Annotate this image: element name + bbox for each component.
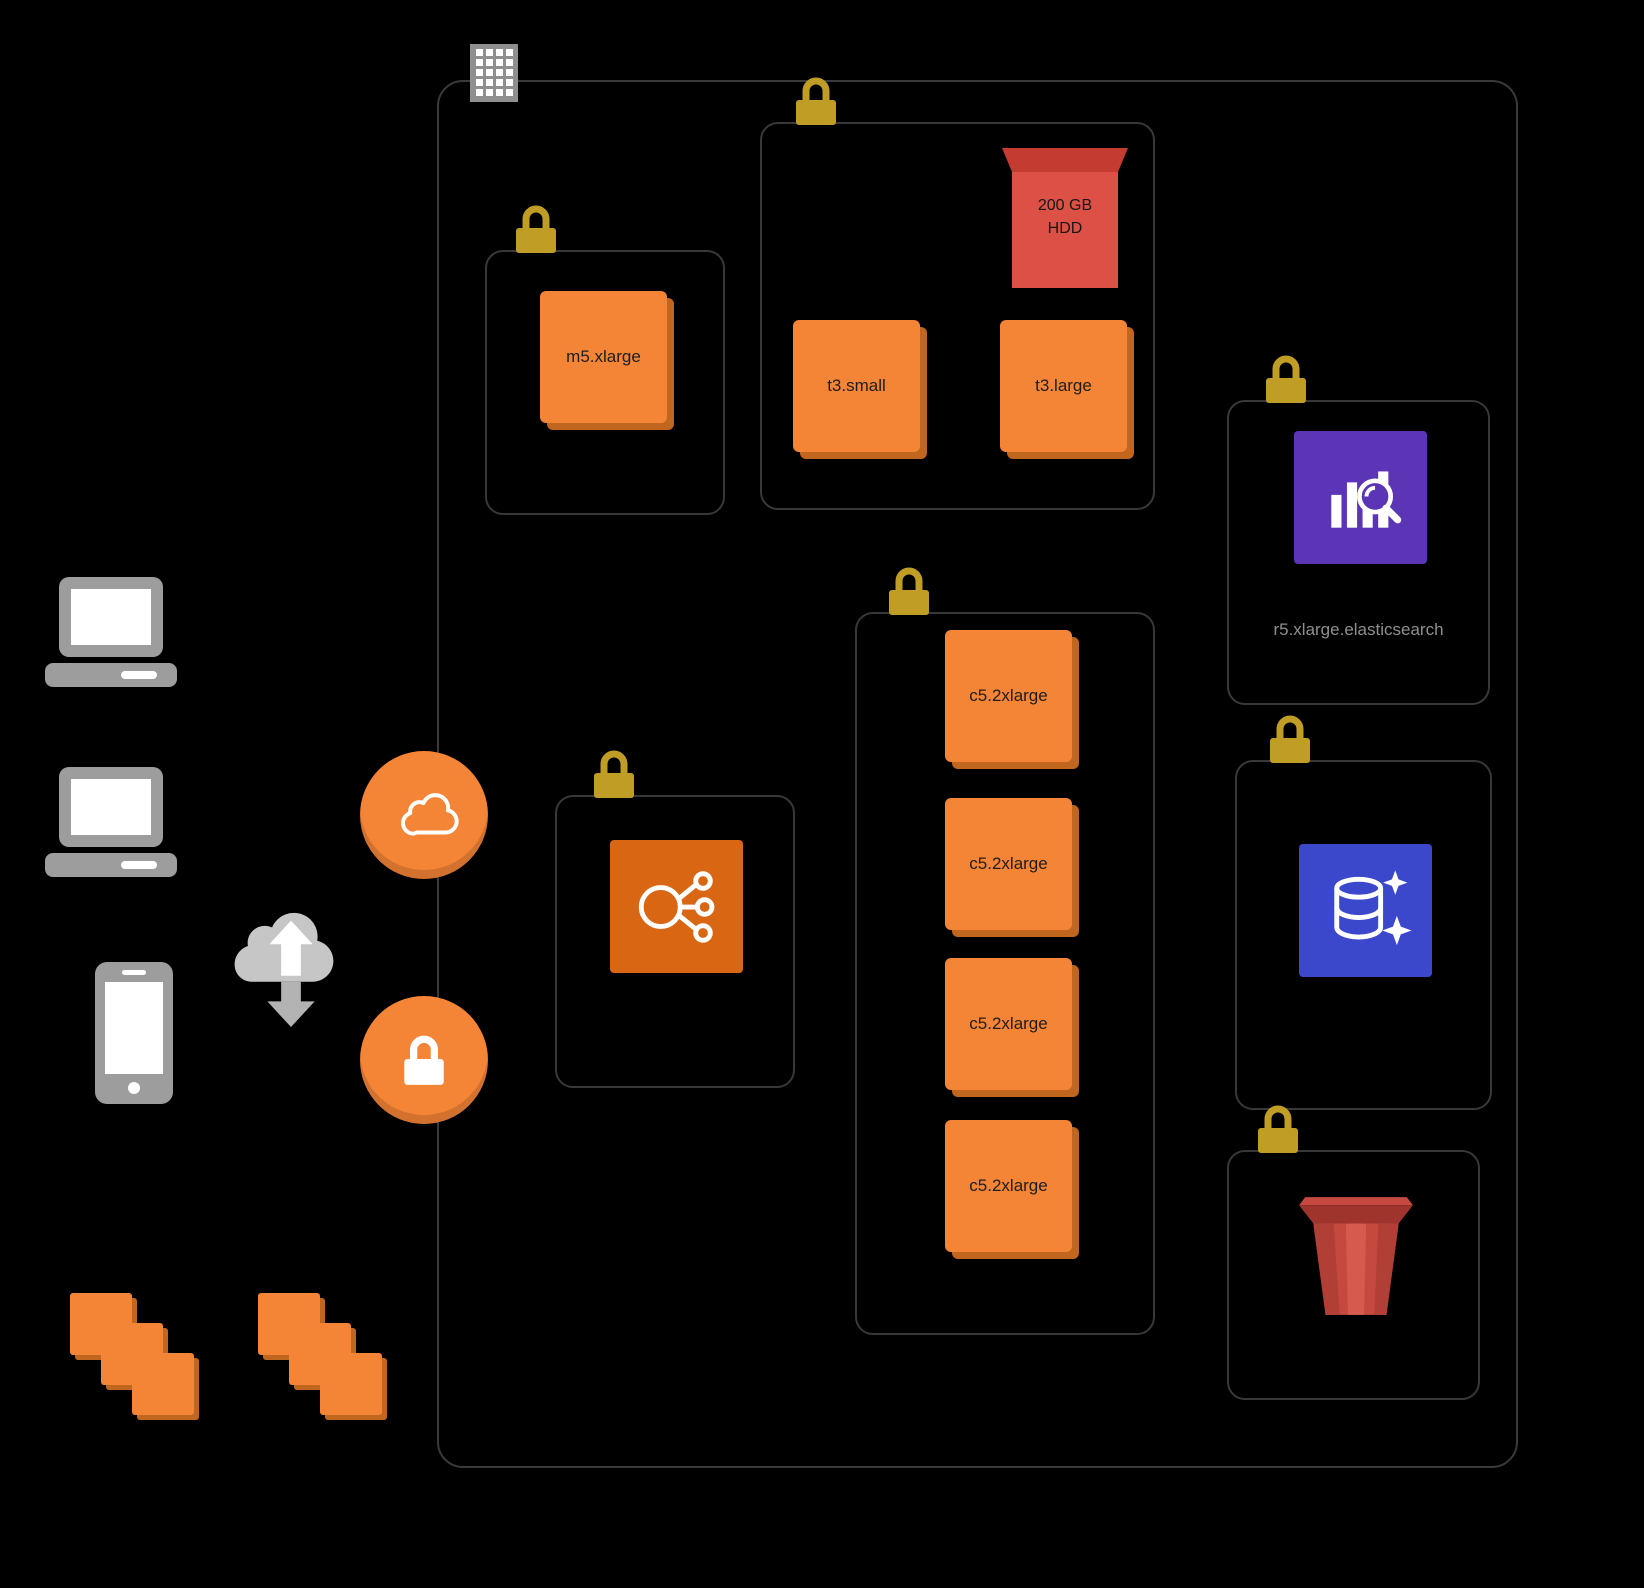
instance-stack-2 <box>258 1293 392 1425</box>
secure-access-badge <box>360 996 488 1124</box>
laptop-icon-1 <box>45 577 177 687</box>
lock-icon <box>594 750 634 798</box>
security-group-compute <box>855 612 1155 1335</box>
ec2-instance-c5-2: c5.2xlarge <box>945 798 1072 930</box>
s3-bucket-icon <box>1299 1197 1413 1315</box>
building-icon <box>470 44 518 102</box>
ec2-instance-t3small: t3.small <box>793 320 920 452</box>
security-group-elasticsearch <box>1227 400 1490 705</box>
internet-cloud-badge <box>360 751 488 879</box>
ec2-instance-c5-3: c5.2xlarge <box>945 958 1072 1090</box>
laptop-icon-2 <box>45 767 177 877</box>
security-group-web <box>760 122 1155 510</box>
ebs-volume: 200 GB HDD <box>1002 148 1128 288</box>
security-group-load-balancer <box>555 795 795 1088</box>
instance-square <box>132 1353 194 1415</box>
load-balancer-icon <box>610 840 743 973</box>
lock-icon <box>1270 715 1310 763</box>
ec2-instance-c5-4: c5.2xlarge <box>945 1120 1072 1252</box>
security-group-app <box>485 250 725 515</box>
lock-icon <box>404 1035 444 1085</box>
elasticsearch-icon <box>1294 431 1427 564</box>
security-group-storage <box>1227 1150 1480 1400</box>
instance-label: t3.large <box>1035 376 1092 395</box>
volume-label-line2: HDD <box>1047 220 1083 237</box>
instance-label: c5.2xlarge <box>969 1014 1048 1033</box>
instance-label: t3.small <box>827 376 886 395</box>
cloud-transfer-icon <box>234 912 334 1028</box>
volume-icon <box>1002 148 1128 288</box>
lock-icon <box>796 77 836 125</box>
mobile-phone-icon <box>95 962 173 1104</box>
instance-label: c5.2xlarge <box>969 1176 1048 1195</box>
instance-label: m5.xlarge <box>566 347 641 366</box>
elasticsearch-caption: r5.xlarge.elasticsearch <box>1273 620 1444 639</box>
instance-label: c5.2xlarge <box>969 854 1048 873</box>
instance-square <box>320 1353 382 1415</box>
volume-label: 200 GB HDD <box>1012 194 1118 240</box>
instance-label: c5.2xlarge <box>969 686 1048 705</box>
lock-icon <box>889 567 929 615</box>
ec2-instance-t3large: t3.large <box>1000 320 1127 452</box>
security-group-database <box>1235 760 1492 1110</box>
cloud-icon <box>401 793 459 836</box>
lock-icon <box>516 205 556 253</box>
ec2-instance-c5-1: c5.2xlarge <box>945 630 1072 762</box>
volume-label-line1: 200 GB <box>1037 197 1093 214</box>
database-service-icon <box>1299 844 1432 977</box>
lock-icon <box>1266 355 1306 403</box>
ec2-instance-m5xlarge: m5.xlarge <box>540 291 667 423</box>
instance-stack-1 <box>70 1293 204 1425</box>
lock-icon <box>1258 1105 1298 1153</box>
